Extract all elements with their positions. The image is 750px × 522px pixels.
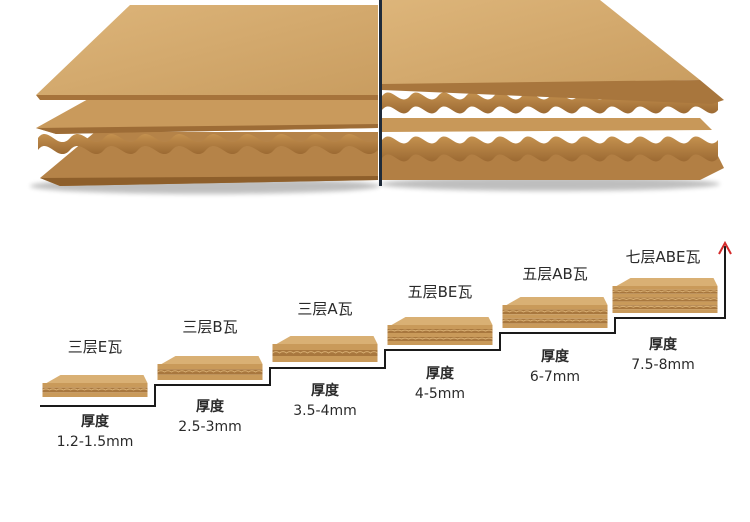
board-stack-abe — [612, 278, 718, 313]
step-name-b-flute: 三层B瓦 — [182, 318, 238, 336]
step-name-abe-flute: 七层ABE瓦 — [625, 248, 701, 266]
five-layer-board-photo — [380, 0, 724, 191]
arrow-up-icon — [718, 240, 732, 255]
board-stack-ab — [502, 297, 608, 328]
board-stack-be — [387, 317, 493, 345]
board-stack-a — [272, 336, 378, 362]
step-thickness-a-flute: 3.5-4mm — [293, 403, 357, 419]
three-layer-board-photo — [30, 5, 380, 194]
step-thickness-b-flute: 2.5-3mm — [178, 419, 242, 435]
step-thickness-label-be-flute: 厚度 — [426, 366, 454, 382]
step-name-e-flute: 三层E瓦 — [67, 338, 123, 356]
step-name-a-flute: 三层A瓦 — [297, 300, 353, 318]
photo-divider — [379, 0, 382, 186]
step-thickness-ab-flute: 6-7mm — [529, 369, 581, 385]
step-name-ab-flute: 五层AB瓦 — [522, 265, 588, 283]
step-thickness-e-flute: 1.2-1.5mm — [56, 434, 134, 450]
staircase-line — [40, 246, 726, 407]
step-thickness-label-abe-flute: 厚度 — [649, 337, 677, 353]
step-thickness-abe-flute: 7.5-8mm — [631, 357, 695, 373]
step-thickness-label-b-flute: 厚度 — [196, 399, 224, 415]
step-thickness-label-e-flute: 厚度 — [81, 414, 109, 430]
step-thickness-label-ab-flute: 厚度 — [541, 349, 569, 365]
step-thickness-be-flute: 4-5mm — [414, 386, 466, 402]
board-stack-b — [157, 356, 263, 380]
step-thickness-label-a-flute: 厚度 — [311, 383, 339, 399]
step-name-be-flute: 五层BE瓦 — [407, 283, 473, 301]
board-stack-e — [42, 375, 148, 397]
